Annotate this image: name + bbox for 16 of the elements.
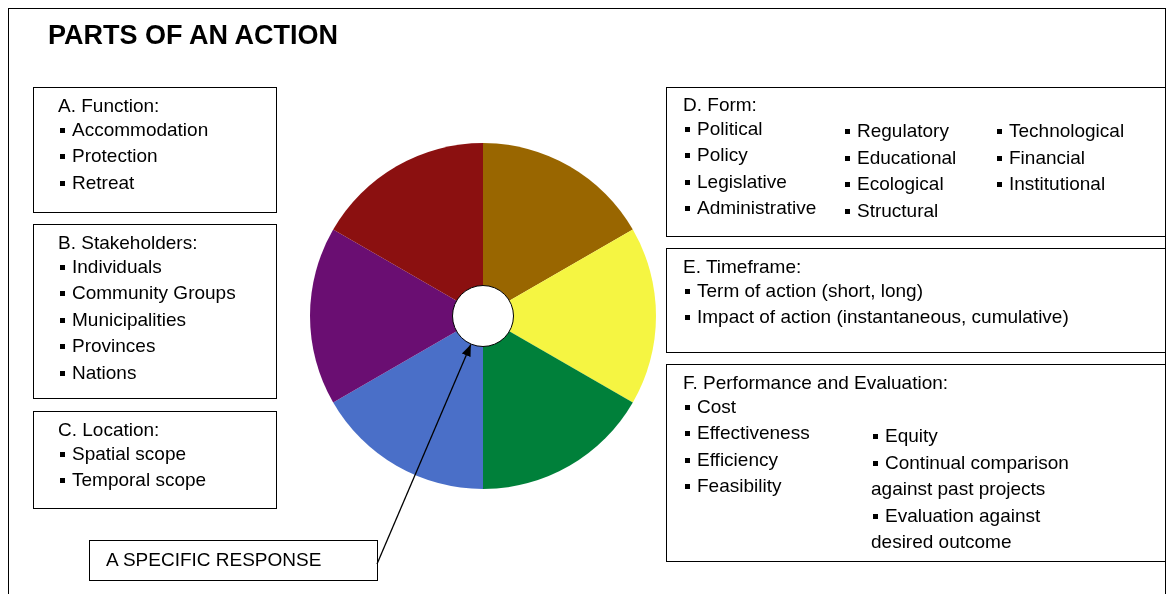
box-heading: A. Function: bbox=[58, 94, 161, 118]
category-box bbox=[33, 87, 277, 213]
box-heading: F. Performance and Evaluation: bbox=[683, 371, 949, 395]
category-box bbox=[33, 224, 277, 399]
category-box bbox=[666, 364, 1166, 562]
callout-text: A SPECIFIC RESPONSE bbox=[106, 548, 322, 572]
box-heading: D. Form: bbox=[683, 93, 758, 117]
diagram-title: PARTS OF AN ACTION bbox=[48, 20, 338, 51]
leader-arrow bbox=[376, 343, 472, 565]
box-heading: E. Timeframe: bbox=[683, 255, 803, 279]
box-heading: C. Location: bbox=[58, 418, 161, 442]
category-box bbox=[33, 411, 277, 509]
category-box bbox=[666, 87, 1166, 237]
callout-box bbox=[89, 540, 378, 581]
box-heading: B. Stakeholders: bbox=[58, 231, 199, 255]
category-box bbox=[666, 248, 1166, 353]
